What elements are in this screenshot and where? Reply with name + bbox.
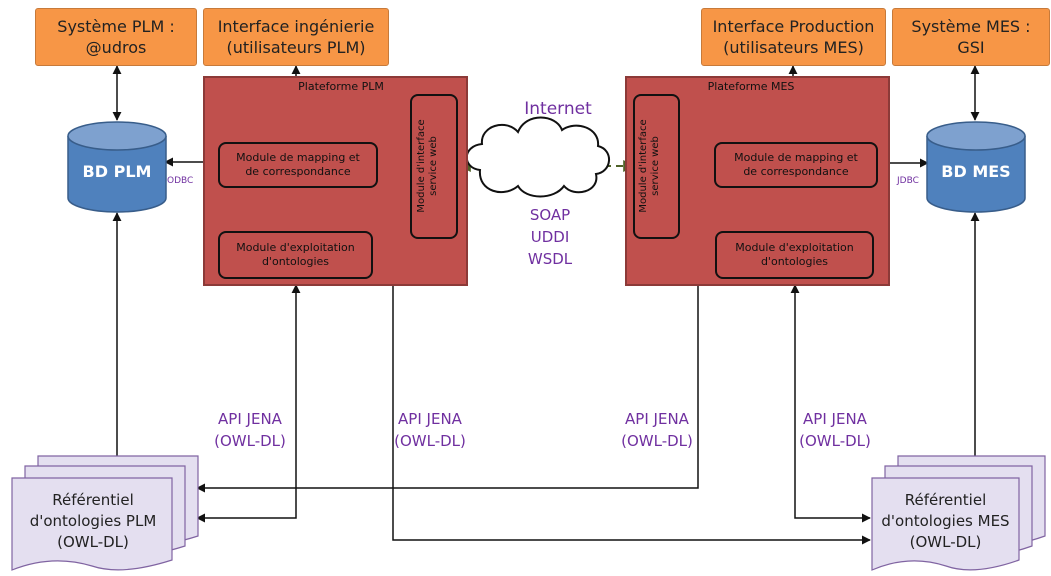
plm-database-label: BD PLM <box>82 162 152 181</box>
api-jena-line1: API JENA <box>803 410 867 428</box>
odbc-label: ODBC <box>167 176 194 186</box>
internet-label: Internet <box>524 99 592 119</box>
mes-platform <box>625 76 890 286</box>
mes-webservice-module <box>633 94 680 239</box>
api-jena-line2: (OWL-DL) <box>621 432 693 450</box>
mes-system-line2: GSI <box>957 38 985 57</box>
api-jena-line1: API JENA <box>398 410 462 428</box>
plm-system-line2: @udros <box>85 38 147 57</box>
mes-database-label: BD MES <box>941 162 1011 181</box>
plm-webservice-module <box>410 94 458 239</box>
prod-interface-line1: Interface Production <box>712 17 875 36</box>
plm-webservice-label: Module d'interface service web <box>416 106 452 226</box>
api-jena-label-1: API JENA (OWL-DL) <box>205 408 295 452</box>
plm-repository-line3: (OWL-DL) <box>57 533 129 551</box>
plm-exploitation-line1: Module d'exploitation <box>236 241 355 254</box>
mes-repository-label: Référentiel d'ontologies MES (OWL-DL) <box>872 490 1019 553</box>
jdbc-label: JDBC <box>897 176 919 186</box>
mes-platform-title: Plateforme MES <box>707 80 795 93</box>
api-jena-line2: (OWL-DL) <box>394 432 466 450</box>
mes-repository-line2: d'ontologies MES <box>881 512 1010 530</box>
mes-webservice-line2: service web <box>650 136 661 196</box>
plm-platform <box>203 76 468 286</box>
mes-repository-icon <box>871 455 1046 571</box>
mes-exploitation-line1: Module d'exploitation <box>735 241 854 254</box>
plm-webservice-line2: service web <box>428 136 439 196</box>
mes-mapping-module: Module de mapping et de correspondance <box>714 142 878 188</box>
api-jena-label-4: API JENA (OWL-DL) <box>790 408 880 452</box>
api-jena-line2: (OWL-DL) <box>214 432 286 450</box>
plm-repository-line1: Référentiel <box>52 491 134 509</box>
plm-webservice-line1: Module d'interface <box>416 119 427 213</box>
mes-database-icon <box>926 121 1026 213</box>
api-jena-label-2: API JENA (OWL-DL) <box>385 408 475 452</box>
plm-platform-title: Plateforme PLM <box>298 80 384 93</box>
plm-system-line1: Système PLM : <box>57 17 175 36</box>
eng-interface-line2: (utilisateurs PLM) <box>226 38 366 57</box>
prod-interface-box: Interface Production (utilisateurs MES) <box>701 8 886 66</box>
plm-repository-line2: d'ontologies PLM <box>29 512 157 530</box>
internet-cloud-icon <box>465 116 610 198</box>
eng-interface-box: Interface ingénierie (utilisateurs PLM) <box>203 8 389 66</box>
protocol-uddi: UDDI <box>530 228 570 246</box>
plm-mapping-module: Module de mapping et de correspondance <box>218 142 378 188</box>
plm-system-box: Système PLM : @udros <box>35 8 197 66</box>
plm-repository-label: Référentiel d'ontologies PLM (OWL-DL) <box>14 490 172 553</box>
api-jena-label-3: API JENA (OWL-DL) <box>612 408 702 452</box>
eng-interface-line1: Interface ingénierie <box>217 17 375 36</box>
plm-database-icon <box>67 121 167 213</box>
plm-exploitation-module: Module d'exploitation d'ontologies <box>218 231 373 279</box>
mes-system-line1: Système MES : <box>911 17 1031 36</box>
prod-interface-line2: (utilisateurs MES) <box>723 38 864 57</box>
plm-exploit-plm-repo-link <box>196 284 301 523</box>
api-jena-line1: API JENA <box>218 410 282 428</box>
mes-repository-line1: Référentiel <box>904 491 987 509</box>
mes-exploitation-line2: d'ontologies <box>760 255 829 268</box>
mes-exploitation-module: Module d'exploitation d'ontologies <box>715 231 874 279</box>
mes-exploit-plm-repo-link <box>196 248 716 493</box>
protocol-wsdl: WSDL <box>527 250 573 268</box>
mes-webservice-line1: Module d'interface <box>638 119 649 213</box>
plm-repository-icon <box>11 455 199 571</box>
mes-system-box: Système MES : GSI <box>892 8 1050 66</box>
mes-webservice-label: Module d'interface service web <box>638 106 674 226</box>
mes-mapping-line1: Module de mapping et <box>734 151 858 164</box>
mes-repository-line3: (OWL-DL) <box>909 533 982 551</box>
mes-mapping-line2: de correspondance <box>743 165 849 178</box>
api-jena-line1: API JENA <box>625 410 689 428</box>
plm-mapping-line1: Module de mapping et <box>236 151 360 164</box>
plm-exploitation-line2: d'ontologies <box>261 255 330 268</box>
plm-mapping-line2: de correspondance <box>245 165 351 178</box>
api-jena-line2: (OWL-DL) <box>799 432 871 450</box>
internet-protocols: SOAP UDDI WSDL <box>515 204 585 270</box>
mes-exploit-mes-repo-link <box>790 284 871 523</box>
protocol-soap: SOAP <box>529 206 571 224</box>
